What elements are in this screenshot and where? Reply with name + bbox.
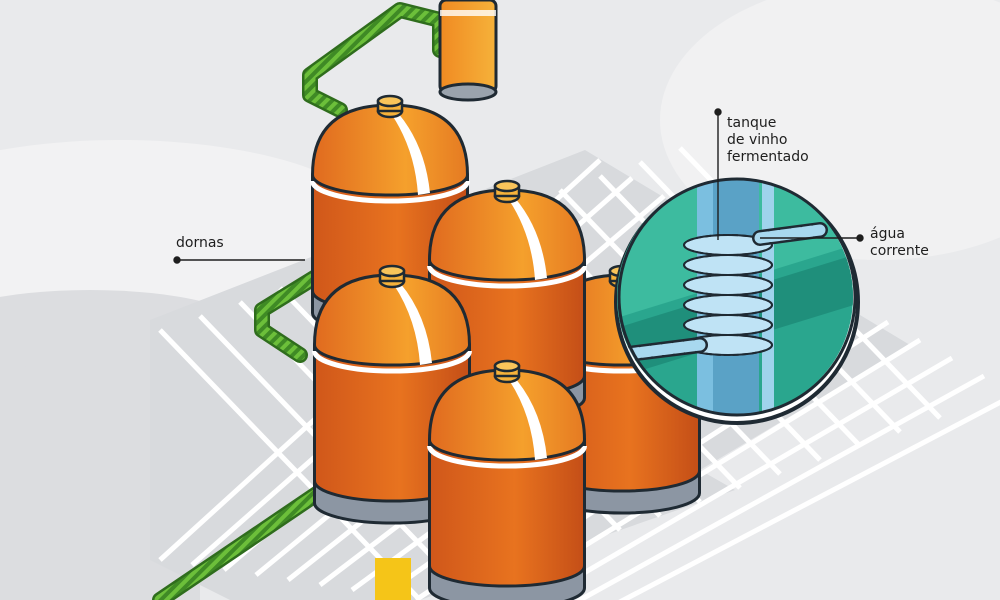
label-tanque: tanque de vinho fermentado (727, 115, 809, 166)
tank-front (430, 361, 585, 600)
top-feed-tank (440, 0, 496, 100)
label-agua: água corrente (870, 226, 929, 260)
yellow-marker (375, 558, 411, 600)
label-dornas: dornas (176, 235, 224, 252)
